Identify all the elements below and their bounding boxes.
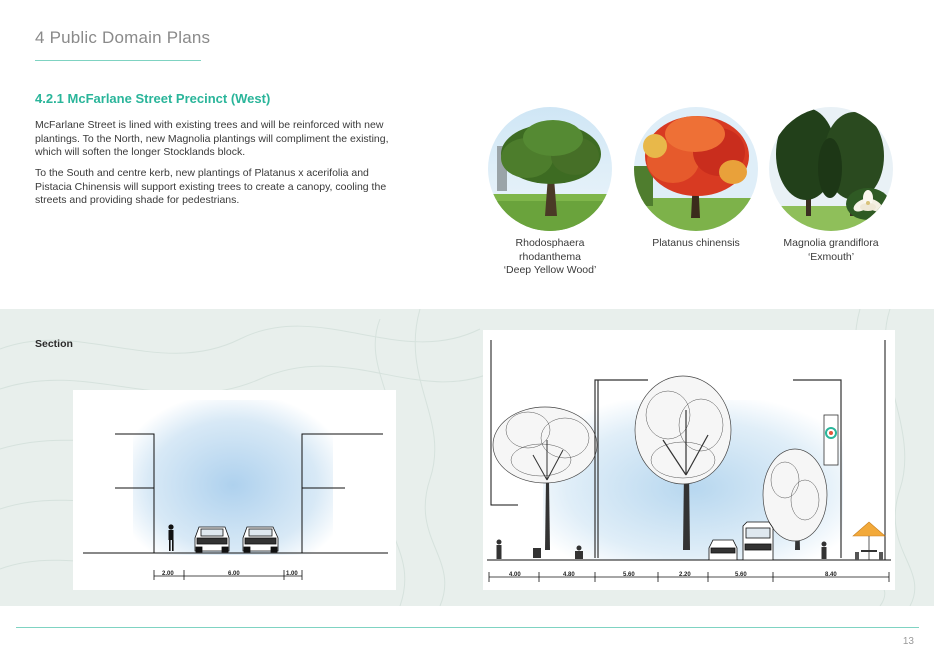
dimension-line-right: [488, 572, 890, 582]
paragraph-south: To the South and centre kerb, new planti…: [35, 167, 387, 206]
paragraph-north: McFarlane Street is lined with existing …: [35, 119, 389, 158]
svg-text:4.80: 4.80: [563, 572, 575, 578]
car-proposed: [708, 539, 738, 561]
tree-photo-magnolia: [768, 106, 894, 232]
page-number: 13: [902, 636, 914, 647]
street-tree-right: [762, 448, 828, 550]
chapter-title: 4 Public Domain Plans: [35, 28, 211, 47]
footer-rule: [16, 627, 919, 628]
svg-text:4.00: 4.00: [509, 572, 521, 578]
section-drawing-existing: 2.00 6.00 1.00: [73, 390, 396, 590]
light-pole-right: [793, 379, 842, 558]
cafe-umbrella: [852, 521, 886, 560]
svg-text:2.00: 2.00: [162, 571, 174, 577]
section-subtitle: 4.2.1 McFarlane Street Precinct (West): [35, 91, 271, 106]
chapter-underline: [35, 60, 201, 61]
car-left: [194, 526, 230, 553]
caption-magnolia: Magnolia grandiflora ‘Exmouth’: [783, 237, 879, 263]
people-figures: [496, 539, 827, 559]
svg-text:1.00: 1.00: [286, 571, 298, 577]
tree-photo-rhodosphaera: [487, 106, 613, 232]
section-drawing-proposed: 4.00 4.80 5.60 2.20 5.60 8.40: [483, 330, 895, 590]
street-tree-centre: [634, 375, 732, 550]
svg-text:8.40: 8.40: [825, 572, 837, 578]
truck-proposed: [742, 521, 774, 561]
svg-text:6.00: 6.00: [228, 571, 240, 577]
svg-text:2.20: 2.20: [679, 572, 691, 578]
pedestrian-figure: [168, 524, 174, 551]
svg-text:5.60: 5.60: [735, 572, 747, 578]
car-right: [242, 526, 279, 553]
street-tree-left: [492, 406, 598, 550]
caption-platanus: Platanus chinensis: [652, 237, 740, 249]
tree-photo-platanus: [633, 106, 759, 232]
caption-rhodosphaera: Rhodosphaera rhodanthema ‘Deep Yellow Wo…: [503, 237, 597, 276]
svg-text:5.60: 5.60: [623, 572, 635, 578]
section-label: Section: [35, 338, 73, 350]
dimension-line-left: [153, 570, 303, 580]
light-pole-left: [594, 379, 648, 558]
